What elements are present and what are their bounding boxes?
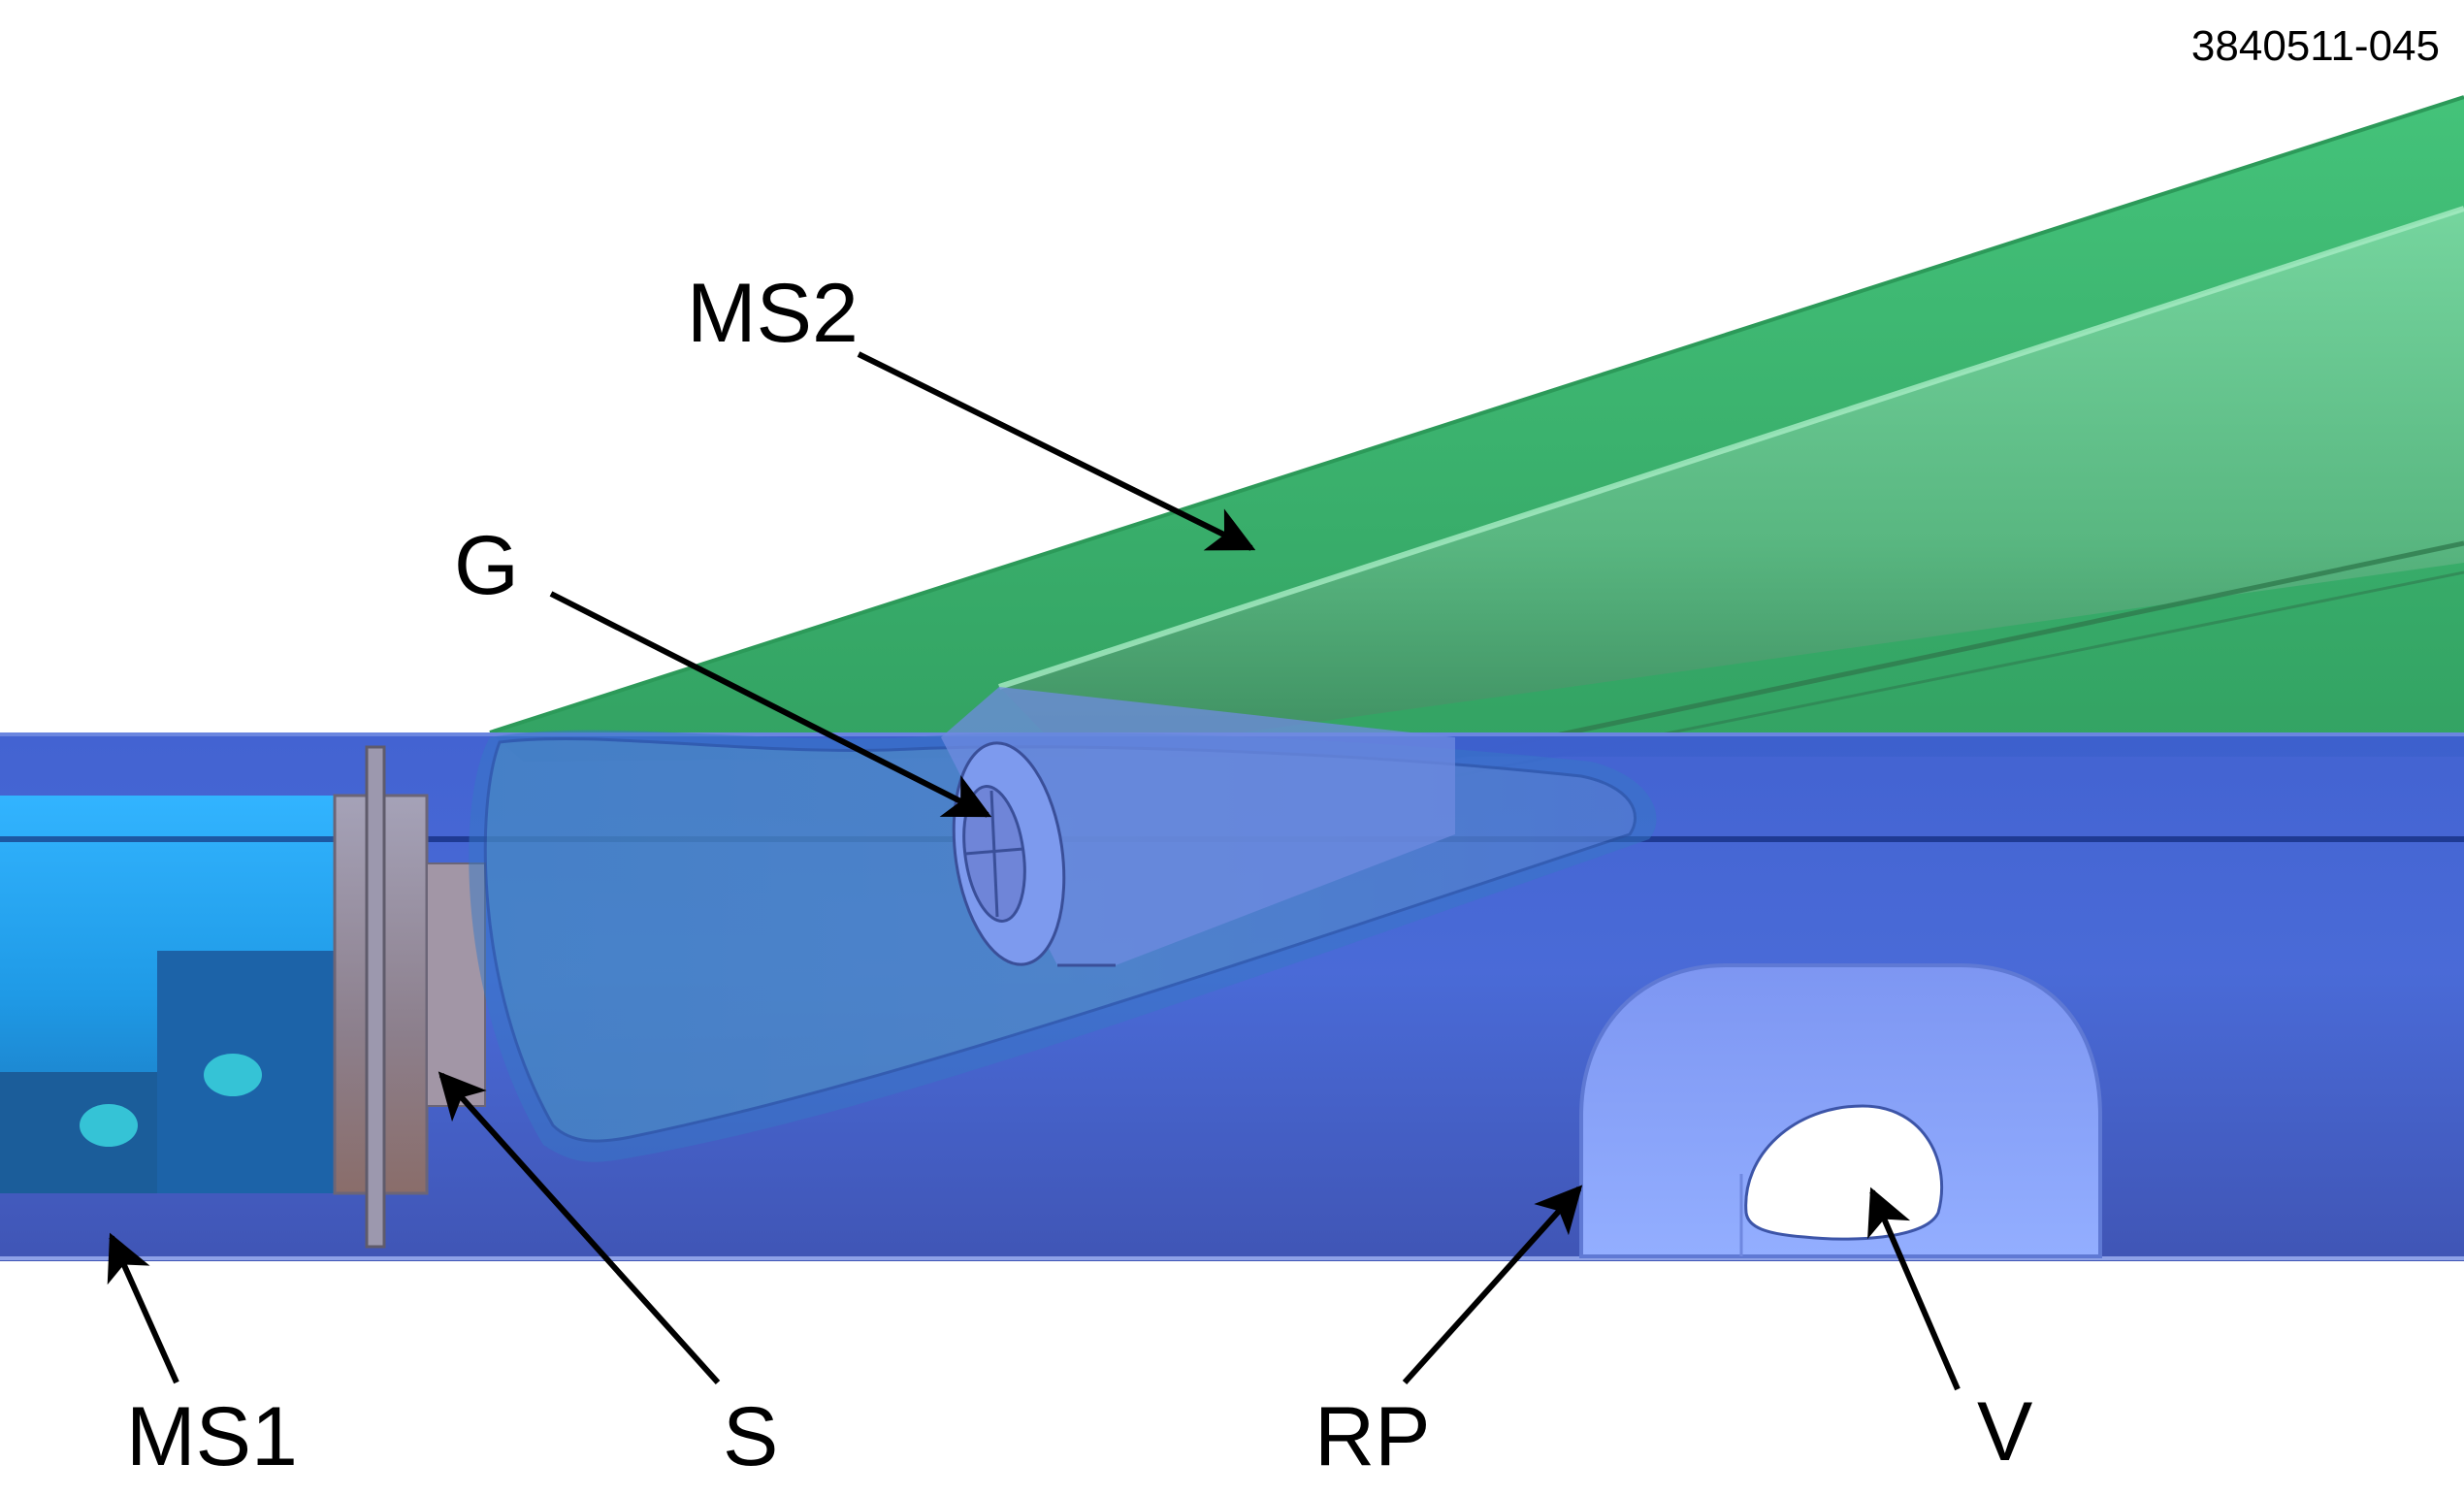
- label-ms1: MS1: [126, 1390, 298, 1483]
- arrow-s: [438, 1071, 721, 1385]
- arrow-v: [1867, 1187, 1961, 1391]
- label-rp: RP: [1314, 1390, 1430, 1483]
- inner-tube: [0, 796, 341, 1193]
- figure-id: 3840511-045: [2191, 22, 2440, 70]
- label-s: S: [723, 1390, 778, 1483]
- arrow-rp: [1402, 1185, 1583, 1385]
- branch-pipe-ms2: [489, 95, 2464, 778]
- label-ms2: MS2: [687, 267, 859, 360]
- seal-flange-s: [333, 745, 486, 1249]
- arrow-g: [549, 591, 992, 818]
- arrow-ms2: [857, 351, 1256, 551]
- label-g: G: [454, 519, 519, 612]
- label-v: V: [1977, 1385, 2032, 1479]
- gauge-nozzle-g: [941, 687, 1455, 967]
- arrow-ms1: [107, 1232, 179, 1384]
